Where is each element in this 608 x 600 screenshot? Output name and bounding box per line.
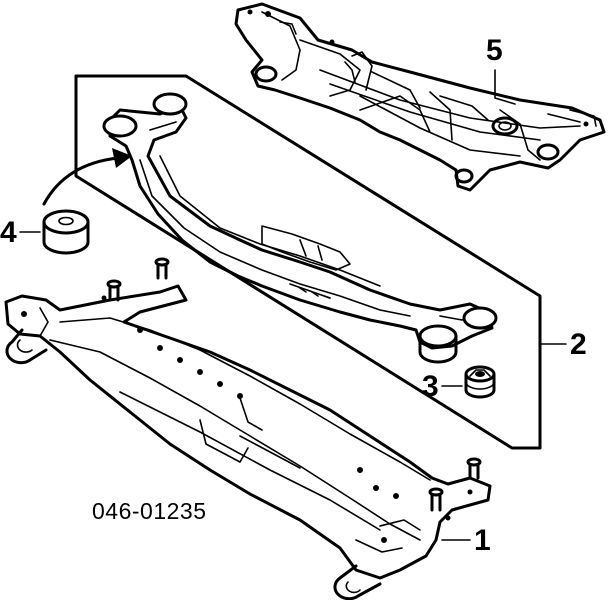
bump-stop-part: [464, 365, 496, 399]
callout-label-3: 3: [422, 370, 439, 403]
callout-label-5: 5: [486, 34, 503, 67]
front-crossmember-part: [4, 257, 492, 600]
arrow-head-icon: [112, 148, 132, 168]
callout-label-2: 2: [570, 328, 587, 361]
callout-5-leader: [494, 69, 516, 105]
callout-4-arrow: [42, 156, 120, 206]
engine-cradle-part: [234, 2, 606, 192]
assembly-boundary: [74, 74, 542, 450]
part-number-label: 046-01235: [92, 498, 207, 524]
rear-subframe-beam: [102, 92, 498, 364]
callout-label-4: 4: [0, 216, 17, 249]
callout-label-1: 1: [474, 524, 491, 557]
bushing-part: [42, 209, 90, 255]
